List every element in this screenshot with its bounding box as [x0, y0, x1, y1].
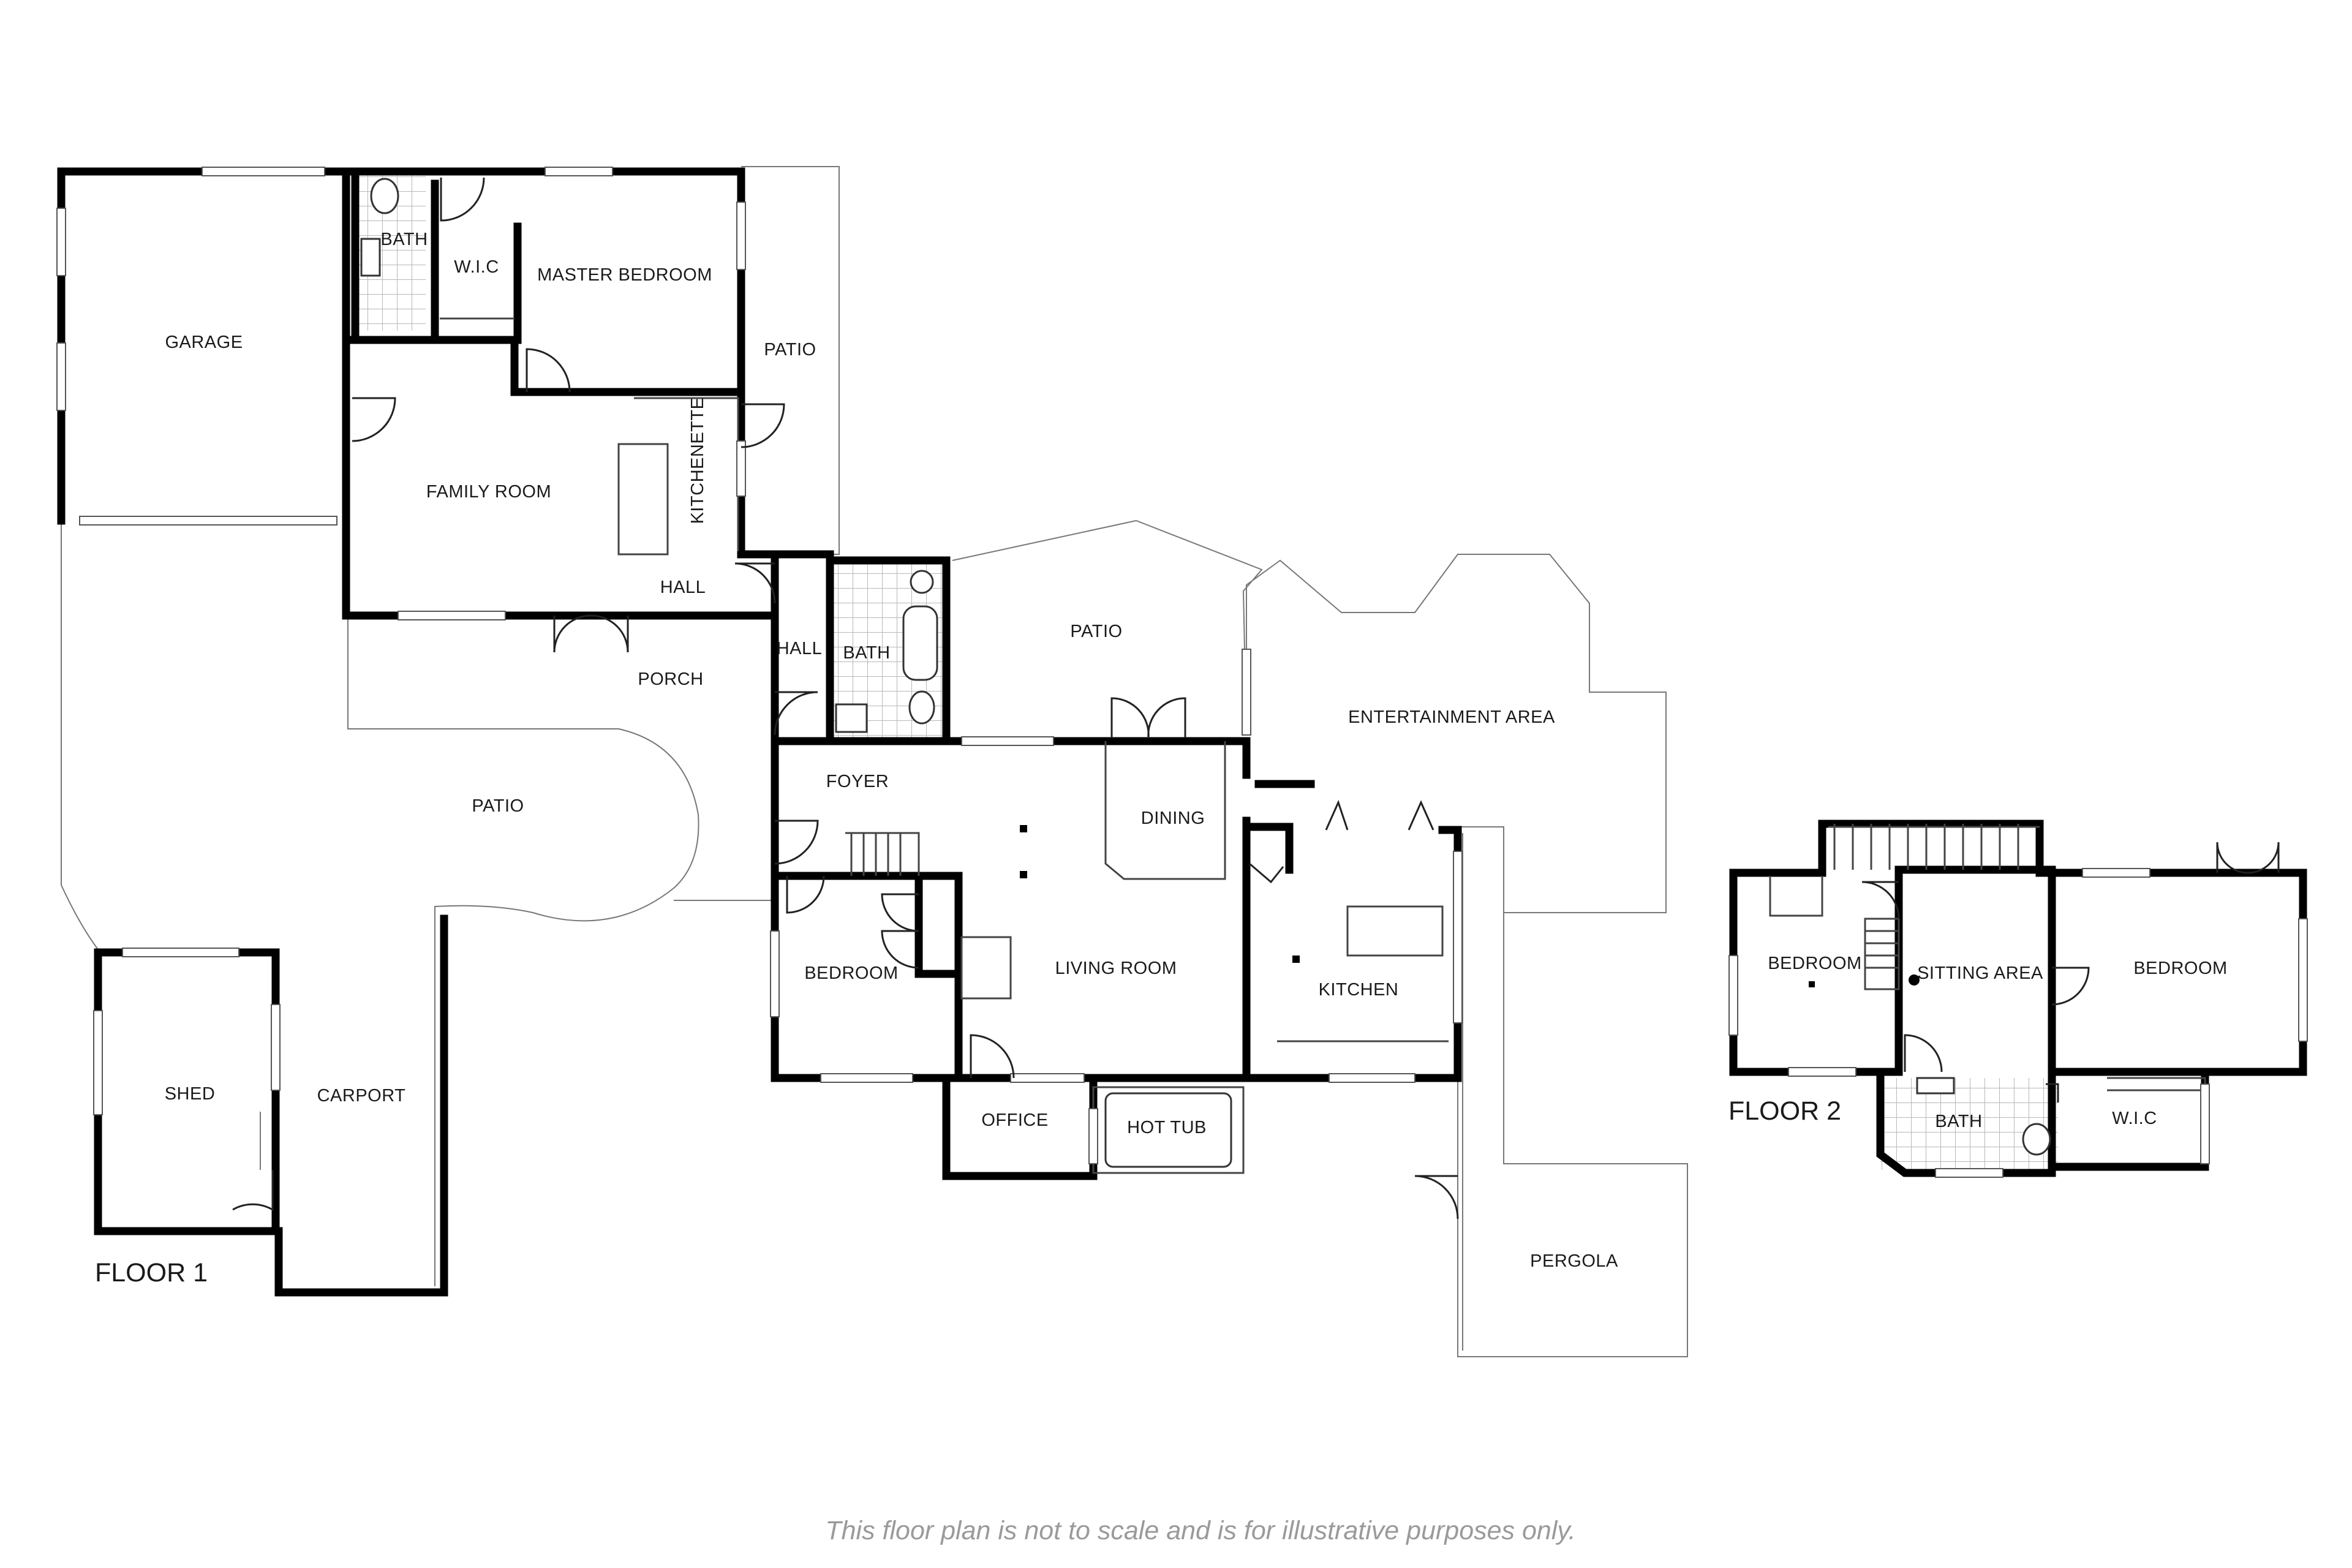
- room-label-sitting-area: SITTING AREA: [1917, 963, 2043, 983]
- windows-floor-1: [56, 167, 1463, 1164]
- room-label-kitchenette: KITCHENETTE: [688, 398, 707, 524]
- room-label-shed: SHED: [165, 1084, 216, 1104]
- room-label-bedroom-2a: BEDROOM: [1768, 954, 1861, 973]
- room-label-living-room: LIVING ROOM: [1055, 959, 1177, 978]
- bath-tile-floor: [1880, 1078, 2058, 1170]
- room-label-family-room: FAMILY ROOM: [426, 482, 551, 502]
- room-label-porch: PORCH: [638, 669, 703, 689]
- room-label-office: OFFICE: [981, 1110, 1048, 1130]
- fixtures-floor-2: [1769, 824, 2206, 1156]
- room-label-foyer: FOYER: [826, 772, 889, 791]
- room-label-entertainment-area: ENTERTAINMENT AREA: [1348, 707, 1555, 727]
- room-label-patio-main: PATIO: [472, 796, 524, 816]
- room-label-dining: DINING: [1141, 809, 1205, 828]
- floor-2-plan: [1728, 820, 2308, 1178]
- doors-floor-2: [1861, 842, 2280, 1102]
- room-label-wic-upper: W.I.C: [2112, 1109, 2157, 1128]
- room-label-hot-tub: HOT TUB: [1127, 1118, 1207, 1137]
- room-label-hall-upper: HALL: [660, 578, 706, 597]
- room-label-patio-east: PATIO: [764, 340, 816, 360]
- room-label-garage: GARAGE: [165, 333, 243, 352]
- doors-floor-1: [232, 177, 1459, 1219]
- room-label-bedroom-2b: BEDROOM: [2133, 959, 2227, 978]
- room-label-master-bedroom: MASTER BEDROOM: [537, 265, 712, 285]
- room-label-bath-master: BATH: [380, 230, 428, 249]
- floor-2-label: FLOOR 2: [1728, 1096, 1841, 1126]
- room-label-bath-upper: BATH: [1935, 1112, 1982, 1131]
- room-label-carport: CARPORT: [317, 1086, 406, 1106]
- walls-floor-1: [57, 167, 1462, 1297]
- room-label-bath-middle: BATH: [843, 643, 890, 663]
- room-label-patio-rear: PATIO: [1070, 622, 1122, 641]
- outdoor-outlines: [61, 166, 1688, 1357]
- disclaimer-text: This floor plan is not to scale and is f…: [825, 1516, 1575, 1545]
- room-label-bedroom-1: BEDROOM: [804, 963, 898, 983]
- room-label-wic-master: W.I.C: [454, 257, 499, 277]
- room-labels: GARAGE BATH W.I.C MASTER BEDROOM PATIO F…: [165, 230, 2227, 1271]
- windows-floor-2: [1728, 868, 2308, 1178]
- fixtures-floor-1: [260, 178, 1449, 1174]
- room-label-pergola: PERGOLA: [1530, 1251, 1618, 1271]
- room-label-hall-middle: HALL: [777, 639, 823, 658]
- floor-1-label: FLOOR 1: [95, 1258, 208, 1287]
- floor-1-plan: [56, 166, 1688, 1357]
- room-label-kitchen: KITCHEN: [1319, 980, 1399, 1000]
